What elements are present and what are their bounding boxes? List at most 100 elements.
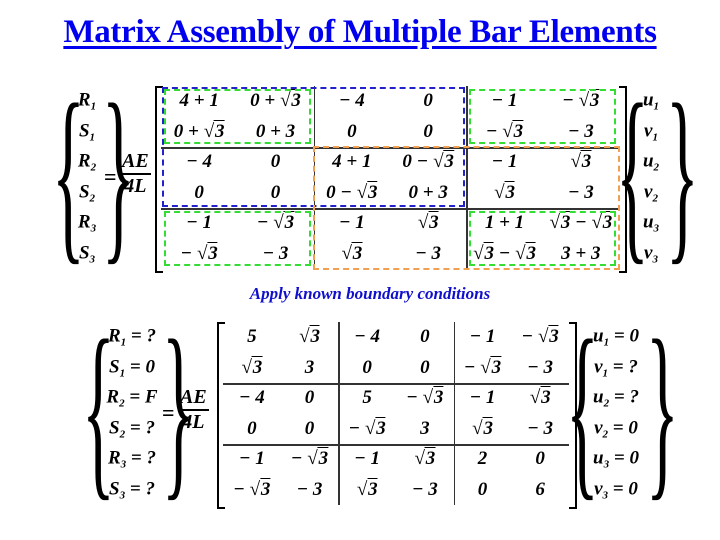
- rhs-left-brace: {: [566, 301, 599, 517]
- element-3-box-31: [164, 211, 311, 266]
- lhs-entry: R3 = ?: [107, 447, 157, 471]
- matrix-entry: − √3: [562, 89, 600, 112]
- matrix-left-bracket: [217, 322, 225, 509]
- matrix-entry: − 1: [238, 448, 265, 470]
- matrix-entry: √3: [570, 150, 592, 173]
- matrix-entry: 0: [423, 120, 433, 142]
- matrix-entry: − 1: [491, 90, 518, 112]
- matrix-entry: 0 + √3: [250, 89, 301, 112]
- matrix-entry: 0: [270, 181, 281, 203]
- matrix-entry: √3: [241, 355, 263, 378]
- lhs-entry: R1: [77, 89, 97, 113]
- matrix-entry: √3: [414, 447, 436, 470]
- matrix-entry: 1 + 1: [484, 212, 525, 234]
- matrix-entry: − √3: [406, 386, 444, 409]
- matrix-divider-h: [223, 444, 569, 446]
- element-3-box-11: [164, 89, 311, 144]
- matrix-entry: √3: [299, 325, 320, 348]
- lhs-entry: R1 = ?: [107, 325, 157, 349]
- lhs-entry: S1 = 0: [109, 356, 155, 380]
- matrix-entry: − 1: [469, 387, 496, 409]
- matrix-entry: − √3: [348, 416, 386, 439]
- matrix-entry: − 3: [262, 242, 289, 264]
- matrix-entry: 0 + 3: [255, 120, 296, 142]
- matrix-entry: 0: [247, 417, 257, 439]
- matrix-entry: − √3: [521, 325, 559, 348]
- matrix-entry: − 3: [527, 356, 554, 378]
- lhs-left-brace: {: [52, 65, 85, 281]
- rhs-entry: v1: [644, 120, 658, 144]
- rhs-entry: u3: [642, 211, 660, 235]
- matrix-entry: 0: [362, 356, 372, 378]
- matrix-entry: 0: [270, 151, 281, 173]
- matrix-entry: − √3: [180, 241, 218, 264]
- matrix-entry: − 3: [415, 242, 442, 264]
- matrix-entry: √3 − √3: [549, 211, 613, 234]
- matrix-left-bracket: [155, 86, 163, 273]
- lhs-entry: S3 = ?: [109, 478, 155, 502]
- matrix-entry: 4 + 1: [179, 90, 219, 112]
- factor-denominator: 4L: [182, 410, 205, 433]
- matrix-entry: √3: [356, 477, 378, 500]
- factor-numerator: AE: [120, 150, 151, 175]
- matrix-divider-v: [453, 322, 456, 505]
- matrix-divider-v: [338, 322, 340, 505]
- matrix-entry: 4 + 1: [332, 151, 372, 173]
- matrix-entry: − 3: [296, 478, 323, 500]
- rhs-entry: u1 = 0: [593, 325, 639, 349]
- matrix-entry: − 3: [527, 417, 554, 439]
- matrix-entry: √3: [494, 180, 515, 203]
- rhs-left-brace: {: [616, 65, 649, 281]
- rhs-entry: u2: [642, 150, 660, 174]
- lhs-entry: S1: [78, 120, 96, 144]
- matrix-entry: − 1: [491, 151, 518, 173]
- lhs-entry: R2: [77, 150, 97, 174]
- matrix-entry: √3: [341, 241, 363, 264]
- matrix-entry: − 1: [354, 448, 381, 470]
- matrix-entry: 0 + √3: [173, 119, 225, 142]
- matrix-entry: − 3: [567, 120, 594, 142]
- lhs-left-brace: {: [82, 301, 115, 517]
- matrix-entry: − √3: [256, 211, 295, 234]
- element-3-box-33: [469, 211, 616, 266]
- matrix-entry: √3: [529, 386, 551, 409]
- matrix-entry: − 4: [238, 387, 265, 409]
- matrix-entry: 5: [362, 387, 372, 409]
- matrix-entry: 0: [347, 120, 357, 142]
- matrix-entry: 0: [304, 417, 315, 439]
- matrix-entry: − 3: [411, 478, 438, 500]
- element-3-box-13: [469, 89, 616, 144]
- matrix-entry: 6: [535, 478, 545, 500]
- matrix-entry: − √3: [233, 477, 271, 500]
- subtitle: Apply known boundary conditions: [249, 284, 491, 303]
- matrix-divider-v: [466, 86, 468, 269]
- matrix-entry: − 3: [567, 181, 594, 203]
- matrix-entry: 0 − √3: [326, 180, 378, 203]
- matrix-right-bracket: [619, 86, 627, 273]
- matrix-entry: 2: [477, 448, 488, 470]
- matrix-entry: 0 + 3: [408, 181, 448, 203]
- rhs-entry: v2: [644, 181, 658, 205]
- rhs-entry: u3 = 0: [593, 447, 639, 471]
- matrix-entry: − 1: [469, 326, 496, 348]
- rhs-entry: v3: [644, 242, 658, 266]
- matrix-entry: − √3: [290, 447, 329, 470]
- element-2-box: [312, 146, 620, 270]
- matrix-divider-h: [223, 383, 569, 385]
- matrix-entry: − 1: [186, 212, 213, 234]
- matrix-entry: √3: [472, 416, 493, 439]
- equals-sign: =: [162, 399, 175, 425]
- matrix-entry: √3: [417, 211, 439, 234]
- rhs-entry: v2 = 0: [594, 417, 638, 441]
- rhs-entry: v3 = 0: [594, 478, 638, 502]
- lhs-entry: R2 = F: [106, 386, 158, 410]
- matrix-entry: 5: [247, 326, 257, 348]
- matrix-entry: 3 + 3: [561, 242, 601, 264]
- rhs-entry: u1: [642, 89, 660, 113]
- matrix-entry: 3: [304, 356, 315, 378]
- matrix-entry: − 4: [338, 90, 365, 112]
- matrix-entry: 0: [477, 478, 488, 500]
- matrix-entry: 0: [420, 356, 430, 378]
